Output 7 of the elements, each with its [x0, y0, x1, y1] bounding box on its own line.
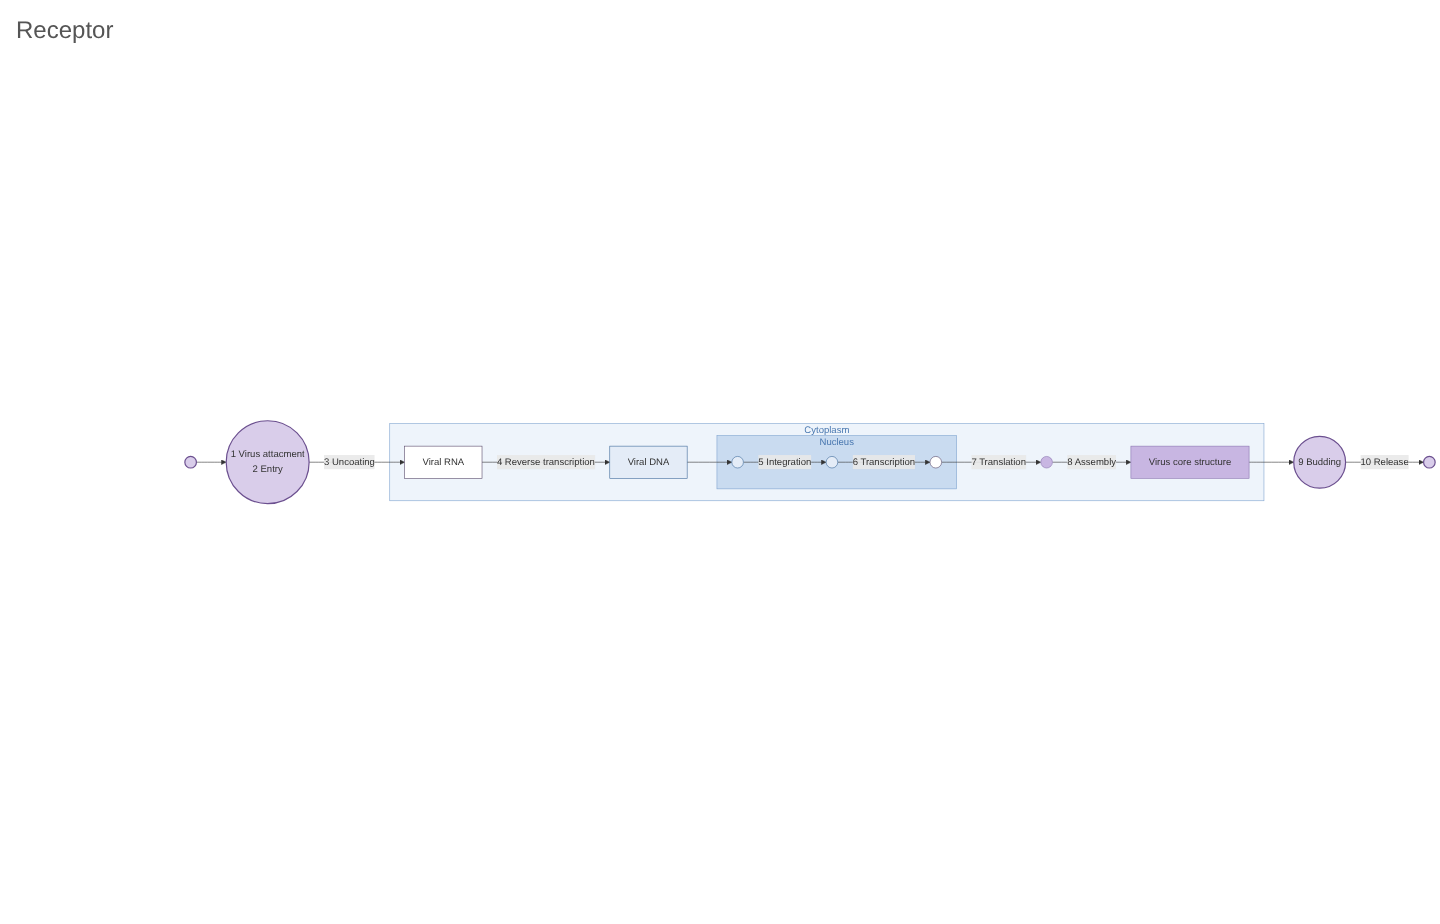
node-circle: [1422, 455, 1436, 469]
node-circle: [929, 455, 942, 469]
node-circle: [825, 455, 839, 469]
node-circle: [184, 455, 198, 469]
part-label: Receptor: [16, 16, 116, 44]
node-circle: [731, 455, 744, 469]
node-circle: [1040, 455, 1053, 469]
